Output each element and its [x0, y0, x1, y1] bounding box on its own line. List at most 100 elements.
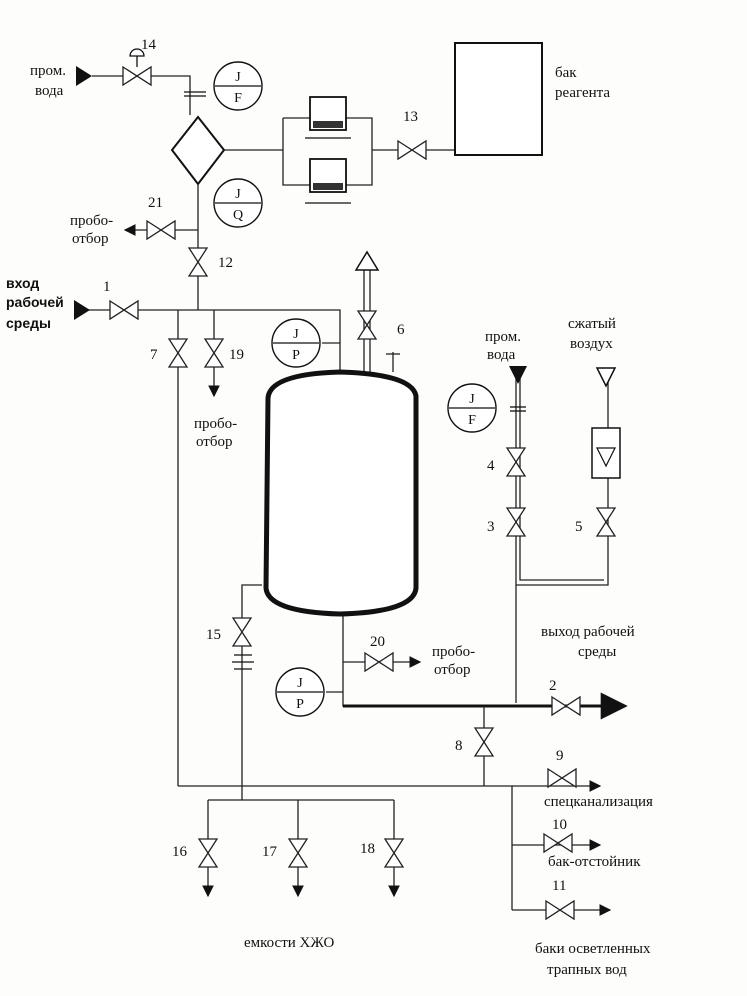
- instrument-letter-top: J: [297, 676, 303, 691]
- label-szhatyi-1: сжатый: [568, 316, 616, 332]
- valve-9: [547, 767, 577, 789]
- valve-12: [187, 247, 209, 277]
- valve-number-2: 2: [549, 678, 557, 694]
- valve-4: [505, 447, 527, 477]
- valve-number-4: 4: [487, 458, 495, 474]
- instrument-letter-top: J: [235, 70, 241, 85]
- valve-number-15: 15: [206, 627, 221, 643]
- valve-number-21: 21: [148, 195, 163, 211]
- valve-number-7: 7: [150, 347, 158, 363]
- valve-number-17: 17: [262, 844, 278, 860]
- label-prom-voda-top-1: пром.: [30, 63, 66, 79]
- valves: [109, 48, 617, 921]
- label-vyhod-1: выход рабочей: [541, 624, 635, 640]
- valve-number-12: 12: [218, 255, 233, 271]
- valve-number-8: 8: [455, 738, 463, 754]
- main-vessel: [263, 352, 419, 617]
- valve-10: [543, 832, 573, 854]
- instrument-letter-bottom: F: [468, 413, 476, 428]
- valve-number-20: 20: [370, 634, 385, 650]
- valve-19: [203, 338, 225, 368]
- instrument-letter-bottom: P: [296, 697, 304, 712]
- label-probootbor-mid-2: отбор: [196, 434, 233, 450]
- label-prom-voda-top-2: вода: [35, 83, 64, 99]
- valve-actuator-dome: [129, 48, 145, 57]
- pipe-right-loop-2: [519, 378, 604, 581]
- valve-number-14: 14: [141, 37, 157, 53]
- label-probootbor-bot-2: отбор: [434, 662, 471, 678]
- pipe-drain-header: [178, 785, 513, 910]
- label-baki-1: баки осветленных: [535, 941, 651, 957]
- pipe-main-inlet: [82, 309, 341, 372]
- valve-number-3: 3: [487, 519, 495, 535]
- valve-6: [356, 310, 378, 340]
- instrument-letter-top: J: [469, 392, 475, 407]
- valve-5: [595, 507, 617, 537]
- label-vyhod-2: среды: [578, 644, 616, 660]
- valve-1: [109, 299, 139, 321]
- label-probootbor-bot-1: пробо-: [432, 644, 475, 660]
- label-baki-2: трапных вод: [547, 962, 627, 978]
- instrument-letter-bottom: P: [292, 348, 300, 363]
- pipe-prom-water-top: [92, 75, 191, 115]
- filter-diamond: [170, 115, 226, 186]
- valve-18: [383, 838, 405, 868]
- rotameter: [591, 427, 621, 479]
- instrument-letter-bottom: Q: [233, 208, 243, 223]
- label-emkosti: емкости ХЖО: [244, 935, 334, 951]
- label-szhatyi-2: воздух: [570, 336, 613, 352]
- valve-number-19: 19: [229, 347, 244, 363]
- valve-number-1: 1: [103, 279, 111, 295]
- label-vhod-2: рабочей: [6, 294, 64, 310]
- label-speckanalizaciya: спецканализация: [544, 794, 653, 810]
- valve-17: [287, 838, 309, 868]
- label-prom-voda-right-2: вода: [487, 347, 516, 363]
- valve-8: [473, 727, 495, 757]
- label-bak-reagenta-2: реагента: [555, 85, 610, 101]
- inlet-triangle: [74, 300, 90, 320]
- valve-number-5: 5: [575, 519, 583, 535]
- valve-2: [551, 695, 581, 717]
- valve-20: [364, 651, 394, 673]
- text-labels: пром. вода бак реагента пробо- отбор вхо…: [6, 63, 653, 978]
- valve-3: [505, 507, 527, 537]
- flanges: [184, 91, 526, 670]
- instrument-letter-bottom: F: [234, 91, 242, 106]
- valve-16: [197, 838, 219, 868]
- valve-number-18: 18: [360, 841, 375, 857]
- label-bak-reagenta-1: бак: [555, 65, 577, 81]
- valve-number-16: 16: [172, 844, 188, 860]
- vent-triangle: [354, 250, 380, 271]
- valve-15: [231, 617, 253, 647]
- air-inlet-triangle: [595, 367, 617, 388]
- valve-11: [545, 899, 575, 921]
- dosing-pump-1: [305, 96, 351, 139]
- label-bak-otstoinik: бак-отстойник: [548, 854, 641, 870]
- label-probootbor-top-2: отбор: [72, 231, 109, 247]
- reagent-tank: [454, 42, 543, 156]
- prom-water-right-triangle: [509, 366, 527, 384]
- valve-13: [397, 139, 427, 161]
- pipe-valve-15: [241, 584, 262, 800]
- valve-number-10: 10: [552, 817, 567, 833]
- valve-number-9: 9: [556, 748, 564, 764]
- label-vhod-3: среды: [6, 315, 51, 331]
- valve-number-13: 13: [403, 109, 418, 125]
- instrument-letter-top: J: [293, 327, 299, 342]
- valve-14: [122, 65, 152, 87]
- valve-number-6: 6: [397, 322, 405, 338]
- label-probootbor-top-1: пробо-: [70, 213, 113, 229]
- dosing-pump-2: [305, 158, 351, 204]
- label-probootbor-mid-1: пробо-: [194, 416, 237, 432]
- label-vhod-1: вход: [6, 275, 39, 291]
- valve-number-11: 11: [552, 878, 566, 894]
- prom-water-top-triangle: [76, 66, 92, 86]
- instrument-letter-top: J: [235, 187, 241, 202]
- valve-7: [167, 338, 189, 368]
- valve-21: [146, 219, 176, 241]
- label-prom-voda-right-1: пром.: [485, 329, 521, 345]
